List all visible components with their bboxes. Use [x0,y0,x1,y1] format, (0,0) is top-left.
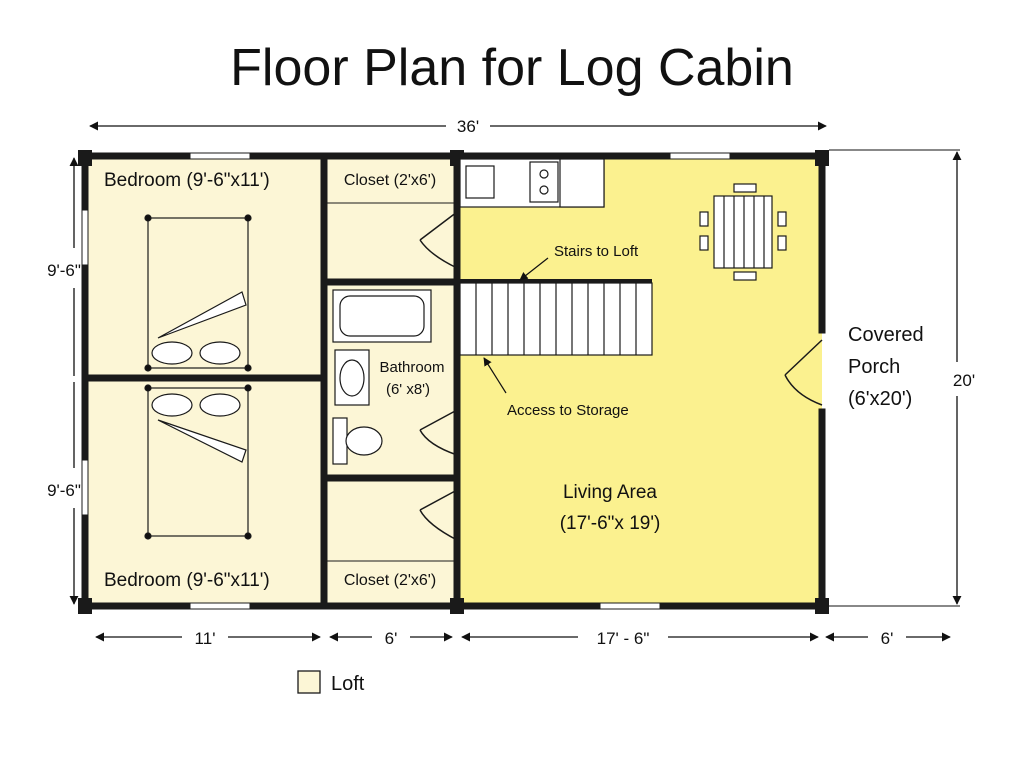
closet-bottom-fill [326,480,456,605]
stairs-icon [459,282,653,356]
dining-table-icon [699,183,787,281]
legend-loft-swatch [297,670,321,694]
porch-label-line2: Porch [848,356,900,378]
closet-top-label: Closet (2'x6') [344,172,436,189]
storage-callout: Access to Storage [507,402,629,419]
closet-top-fill [326,157,456,281]
sink-icon [334,349,370,406]
kitchen-counter-icon [459,158,605,208]
overall-width-label: 36' [457,117,479,136]
porch-width-label: 6' [881,629,894,648]
closet-shelves [326,202,456,562]
overall-depth-label: 20' [953,371,975,390]
windows [81,152,731,610]
legend-loft-label: Loft [331,673,365,695]
bedroom-top-depth-label: 9'-6" [47,261,81,280]
bedroom-bottom-label: Bedroom (9'-6"x11') [104,570,270,591]
stairs-callout: Stairs to Loft [554,243,639,260]
closet-bottom-label: Closet (2'x6') [344,572,436,589]
bathroom-size-label: (6' x8') [386,381,430,398]
living-area-size-label: (17'-6"x 19') [560,513,661,534]
living-width-label: 17' - 6" [597,629,650,648]
bedroom-bottom-depth-label: 9'-6" [47,481,81,500]
bedroom-width-label: 11' [195,629,216,648]
storage-leader-arrow [483,357,507,394]
porch-label-line3: (6'x20') [848,388,912,410]
closet-width-label: 6' [385,629,398,648]
bed-top-icon [144,214,252,372]
porch-label-line1: Covered [848,324,924,346]
living-area-label: Living Area [563,482,657,503]
bed-bottom-icon [144,384,252,540]
bathroom-label: Bathroom [379,359,444,376]
stairs-leader-arrow [519,257,549,281]
bathtub-icon [332,289,432,343]
page-title: Floor Plan for Log Cabin [230,39,794,97]
toilet-icon [332,417,383,465]
bedroom-top-label: Bedroom (9'-6"x11') [104,170,270,191]
dimension-lines [69,121,962,642]
doors [419,211,823,541]
